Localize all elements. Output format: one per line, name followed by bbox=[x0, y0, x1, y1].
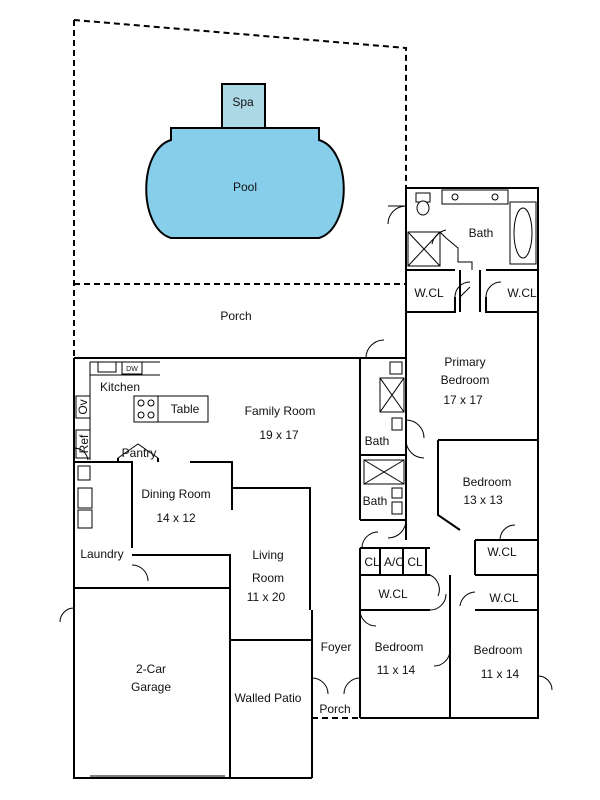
sink-hall-1 bbox=[389, 361, 403, 375]
door-swing bbox=[365, 339, 385, 359]
label-garage-1: 2-Car bbox=[136, 662, 166, 676]
label-pantry: Pantry bbox=[122, 446, 157, 460]
oven-box bbox=[75, 395, 91, 419]
label-ref: Ref bbox=[77, 434, 91, 453]
label-laundry: Laundry bbox=[80, 547, 123, 561]
label-bedroom-2-size: 13 x 13 bbox=[463, 493, 503, 507]
laundry-machine-2 bbox=[77, 509, 93, 529]
label-spa: Spa bbox=[232, 95, 254, 109]
door-swing bbox=[431, 229, 447, 245]
door-swing bbox=[485, 281, 502, 298]
door-swing bbox=[311, 677, 361, 695]
label-family-room-size: 19 x 17 bbox=[259, 428, 299, 442]
door-swing bbox=[459, 591, 476, 607]
toilet-hall-1 bbox=[391, 417, 403, 431]
label-bath-hall-2: Bath bbox=[363, 494, 388, 508]
vanity-primary bbox=[441, 189, 509, 205]
label-garage-2: Garage bbox=[131, 680, 171, 694]
laundry-sink bbox=[77, 465, 91, 481]
door-swing bbox=[117, 443, 159, 459]
label-wcl-bed4: W.CL bbox=[489, 591, 519, 605]
label-porch-back: Porch bbox=[220, 309, 251, 323]
label-wcl-right: W.CL bbox=[507, 286, 537, 300]
burner-1 bbox=[137, 399, 145, 407]
cooktop bbox=[133, 395, 159, 423]
door-swing bbox=[131, 564, 149, 582]
label-bedroom-3-size: 11 x 14 bbox=[377, 663, 416, 677]
label-primary-bedroom-2: Bedroom bbox=[441, 373, 490, 387]
door-swing bbox=[387, 205, 407, 225]
door-swing bbox=[59, 607, 75, 623]
label-dw: DW bbox=[126, 366, 138, 373]
label-bedroom-2: Bedroom bbox=[463, 475, 512, 489]
tub-basin-primary bbox=[513, 207, 533, 259]
label-ov: Ov bbox=[76, 399, 90, 414]
label-porch-front: Porch bbox=[319, 702, 350, 716]
hall-bath-walls bbox=[360, 357, 406, 521]
label-primary-bedroom-size: 17 x 17 bbox=[443, 393, 483, 407]
dw-box bbox=[121, 361, 143, 375]
label-family-room: Family Room bbox=[245, 404, 316, 418]
burner-3 bbox=[137, 411, 145, 419]
bath-wcl-divider bbox=[406, 269, 538, 313]
label-living-size: 11 x 20 bbox=[247, 590, 286, 604]
door-swing bbox=[433, 649, 451, 667]
label-primary-bedroom-1: Primary bbox=[444, 355, 485, 369]
label-bedroom-3: Bedroom bbox=[375, 640, 424, 654]
bedrooms-front-walls bbox=[360, 539, 539, 719]
toilet-bowl-primary bbox=[416, 200, 430, 216]
laundry-garage-wall bbox=[132, 554, 313, 778]
burner-2 bbox=[147, 399, 155, 407]
label-cl-1: CL bbox=[364, 555, 380, 569]
label-bedroom-4-size: 11 x 14 bbox=[481, 667, 520, 681]
kitchen-sink bbox=[97, 361, 117, 373]
label-wcl-bed3: W.CL bbox=[378, 587, 408, 601]
door-swing bbox=[537, 675, 553, 691]
bath-inner-wall bbox=[439, 231, 473, 270]
shower-x-hall-2 bbox=[363, 459, 405, 485]
shower-x-hall-1 bbox=[379, 377, 405, 413]
burner-4 bbox=[147, 411, 155, 419]
kitchen-walls bbox=[74, 458, 231, 778]
door-swing bbox=[429, 574, 440, 597]
label-dining-room-size: 14 x 12 bbox=[156, 511, 196, 525]
door-swing bbox=[499, 524, 516, 541]
sink-primary-2 bbox=[491, 193, 499, 201]
label-cl-2: CL bbox=[407, 555, 423, 569]
door-swing bbox=[405, 419, 425, 439]
label-kitchen: Kitchen bbox=[100, 380, 140, 394]
sink-hall-2 bbox=[391, 487, 403, 499]
door-swing bbox=[429, 593, 447, 611]
label-foyer: Foyer bbox=[321, 640, 352, 654]
door-swing bbox=[387, 519, 407, 539]
label-living-1: Living bbox=[252, 548, 283, 562]
label-living-2: Room bbox=[252, 571, 284, 585]
door-swing bbox=[361, 531, 379, 549]
label-wcl-mid: W.CL bbox=[487, 545, 517, 559]
pool-shape bbox=[145, 127, 345, 239]
sink-primary-1 bbox=[451, 193, 459, 201]
label-walled-patio: Walled Patio bbox=[235, 691, 302, 705]
yard-boundary bbox=[73, 19, 407, 188]
label-bath-primary: Bath bbox=[469, 226, 494, 240]
laundry-machine-1 bbox=[77, 487, 93, 509]
door-swing bbox=[359, 609, 377, 627]
door-swing bbox=[405, 439, 425, 459]
ref-box bbox=[75, 429, 91, 459]
door-swing bbox=[454, 281, 471, 298]
label-bath-hall-1: Bath bbox=[365, 434, 390, 448]
label-ac: A/C bbox=[384, 555, 404, 569]
label-table: Table bbox=[171, 402, 200, 416]
label-dining-room: Dining Room bbox=[141, 487, 210, 501]
door-swing bbox=[73, 447, 89, 461]
house-left-wall bbox=[73, 358, 312, 779]
label-pool: Pool bbox=[233, 180, 257, 194]
label-wcl-left: W.CL bbox=[414, 286, 444, 300]
toilet-hall-2 bbox=[391, 501, 403, 515]
bedroom2-walls bbox=[437, 439, 539, 575]
table-box bbox=[157, 395, 209, 423]
dining-walls bbox=[190, 461, 311, 610]
label-bedroom-4: Bedroom bbox=[474, 643, 523, 657]
